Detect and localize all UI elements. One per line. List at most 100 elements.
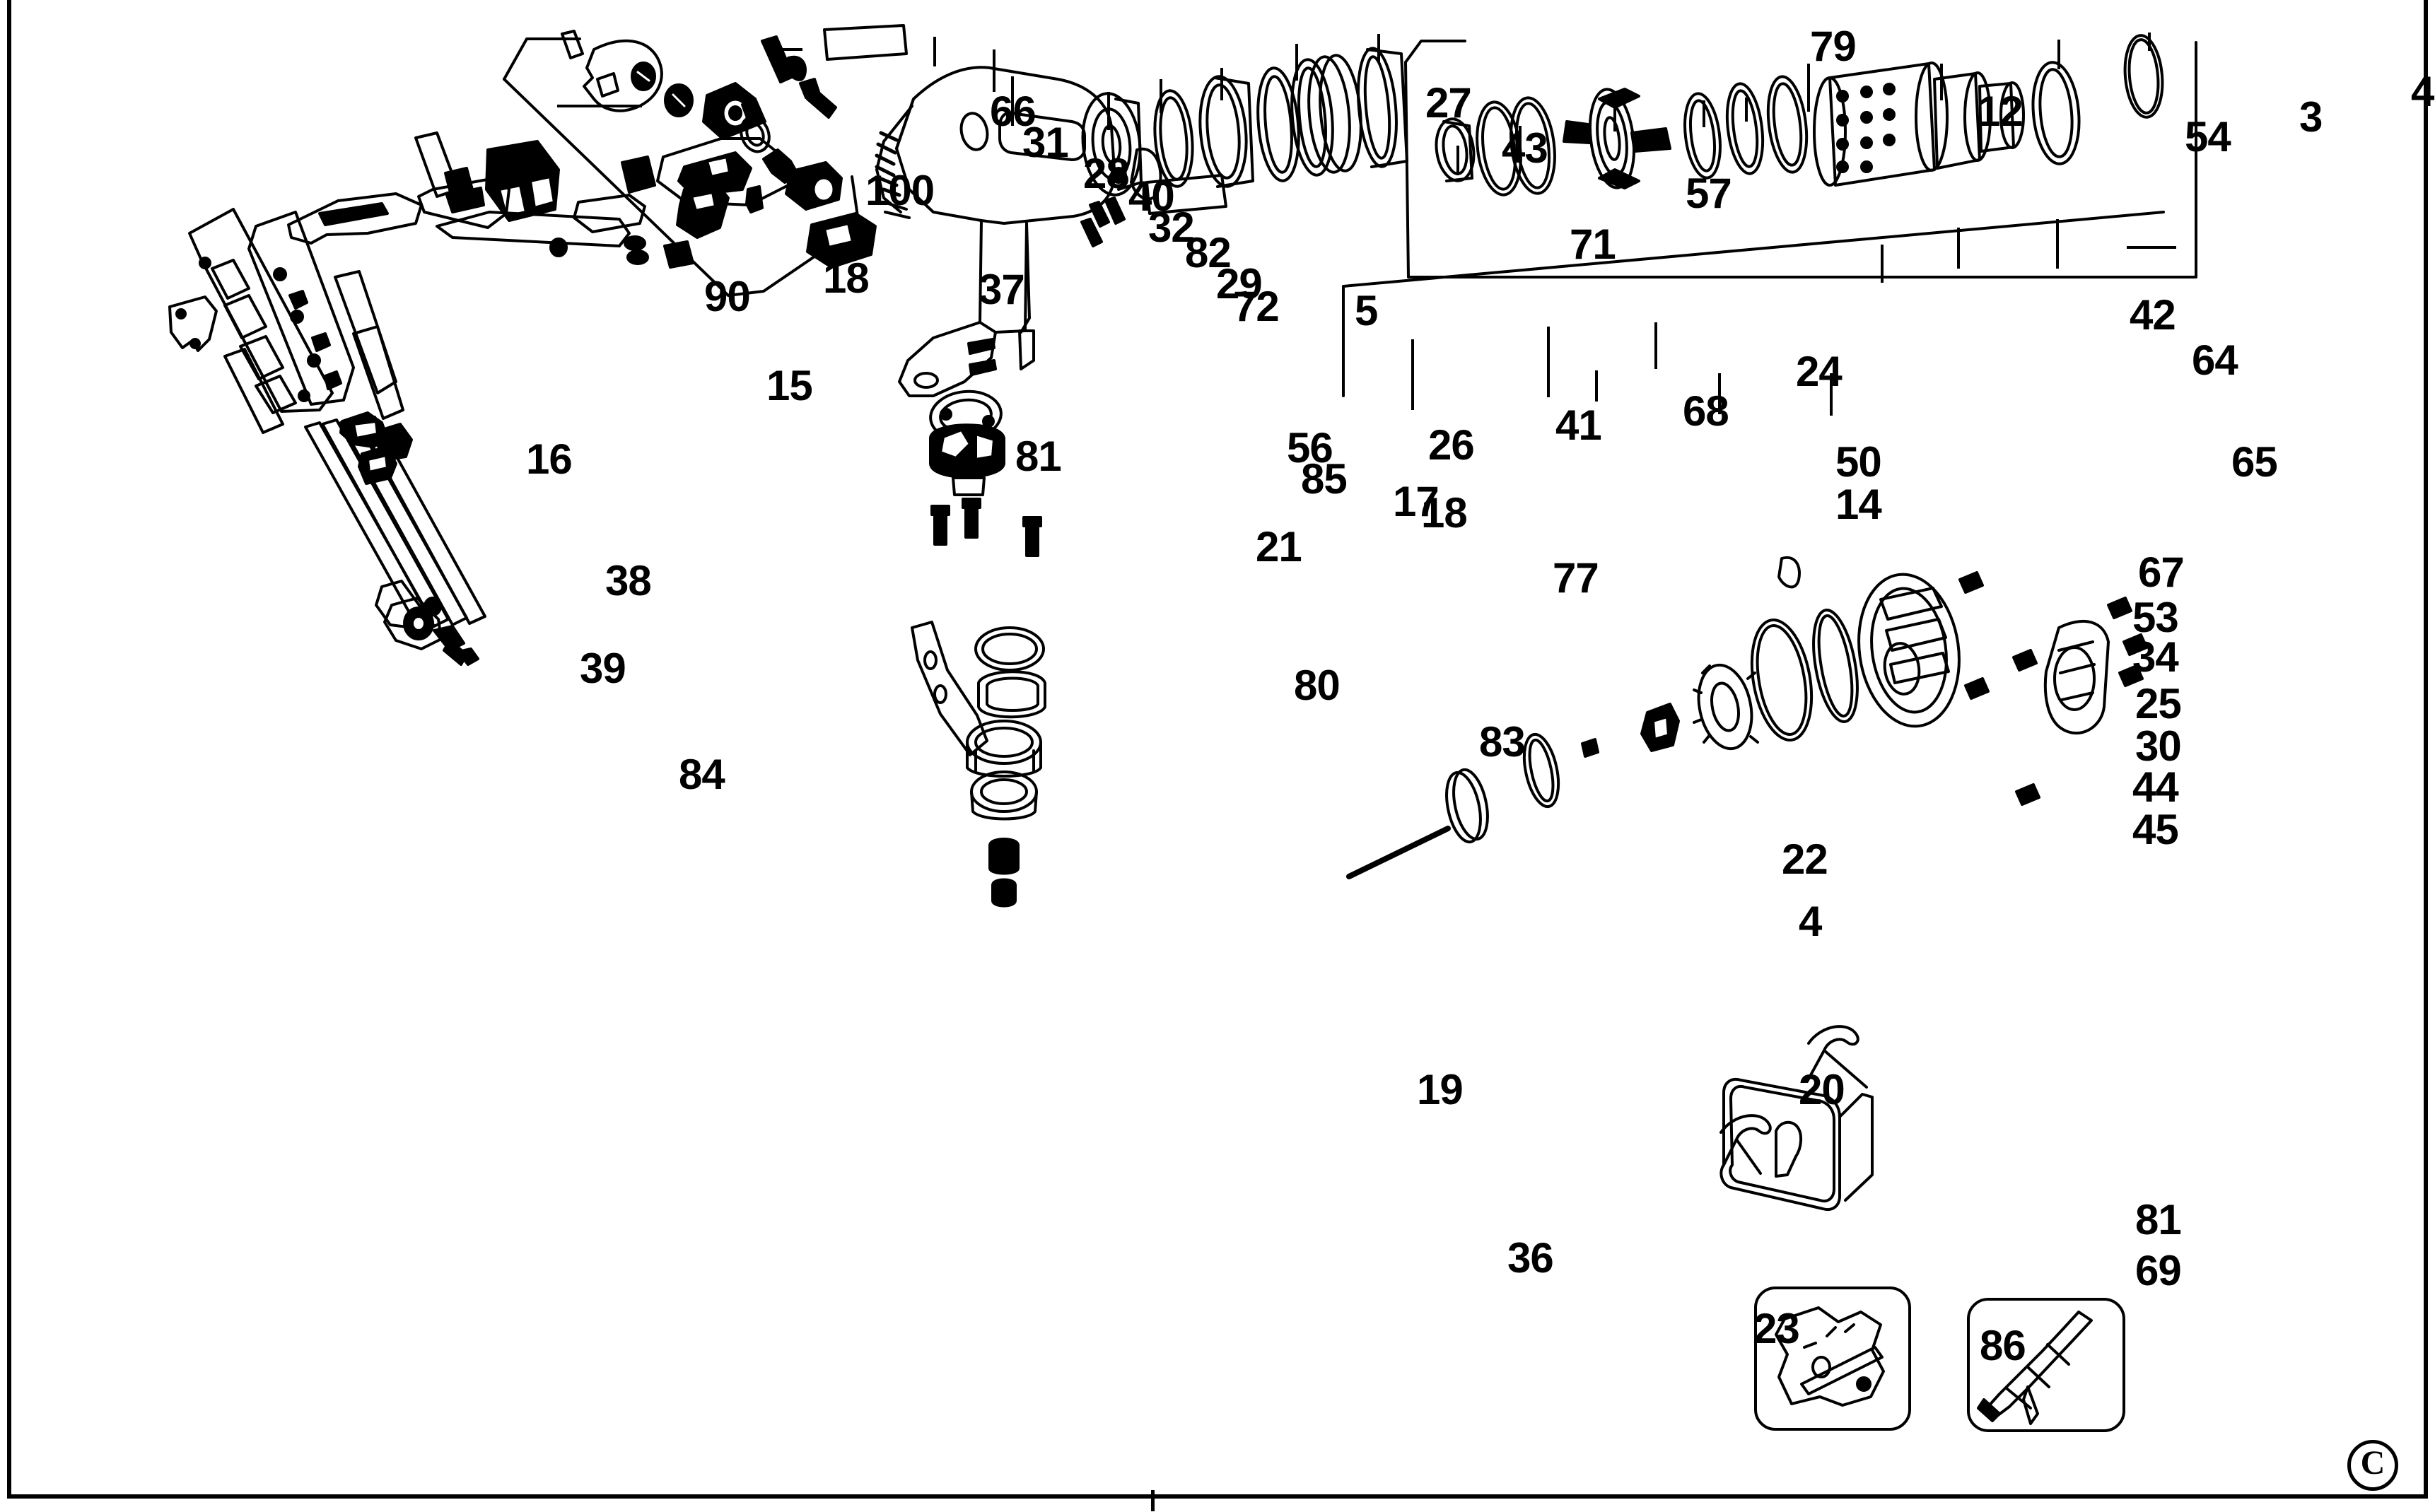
callout-20: 20 [1799,1066,1845,1113]
part-17-bushing [663,240,694,269]
callout-21: 21 [1256,523,1302,570]
part-45-nut [991,878,1017,908]
part-43-seal-b [1777,556,1801,589]
part-41-clip [745,185,764,213]
part-62-screws [1958,571,2040,806]
callout-41: 41 [1555,402,1602,449]
part-65-pins [1080,197,1126,247]
callout-39: 39 [580,645,626,692]
callout-42: 42 [2130,291,2176,339]
part-72-bushing [621,156,656,194]
part-48-ring [1198,75,1254,188]
callout-69: 69 [2135,1247,2182,1294]
part-27-pin [761,35,795,83]
callout-85: 85 [1301,455,1348,503]
part-43-seal-a [785,55,807,81]
callout-37: 37 [979,266,1025,313]
part-56-latch [573,194,646,233]
callout-48: 48 [2411,68,2435,115]
part-44-nut [988,838,1020,875]
callout-81: 81 [1015,433,1062,480]
callout-22: 22 [1782,836,1828,883]
part-40-bushing [664,83,694,117]
leader-line [1107,92,1110,130]
part-4-block [358,445,397,485]
callout-71: 71 [1570,221,1616,268]
part-21-rail-plate [247,211,355,406]
part-86-tip [457,647,479,666]
leader-line [1745,98,1748,122]
callout-14: 14 [1835,481,1882,528]
part-55-piston-stop [1563,88,1671,189]
copyright-icon: C [2347,1440,2398,1491]
part-16-lever [287,192,423,245]
part-11-oring [1766,75,1809,174]
part-7-driver-blade [1346,768,1489,879]
part-84-strip [223,348,284,434]
callout-100: 100 [865,167,935,214]
callout-23: 23 [1753,1305,1800,1352]
callout-90: 90 [704,273,751,320]
part-38-magazine-body [188,208,334,414]
part-82-oring [740,115,771,153]
part-23-nose [383,597,443,650]
leader-line [1295,44,1298,81]
callout-84: 84 [679,751,725,798]
part-31-trigger [583,39,663,112]
cap-group-bracket [1342,211,2165,397]
leader-line [1519,126,1522,150]
part-25-nose-ring [966,720,1042,778]
part-57-screw [799,78,837,119]
part-77-rail [334,270,397,394]
callout-83: 83 [1479,718,1526,766]
callout-44: 44 [2132,763,2179,811]
callout-5: 5 [1355,287,1378,334]
callout-67: 67 [2138,549,2185,596]
callout-28: 28 [1083,150,1130,197]
leader-line [1377,34,1380,62]
part-71-pin [741,98,766,129]
callout-12: 12 [1977,88,2024,135]
part-80-screws [288,290,342,390]
sheet-border-tick [1151,1490,1155,1511]
part-5-trigger-mechanism [656,137,790,206]
callout-3: 3 [2299,93,2323,141]
part-2-gasket-stack [1256,54,1362,182]
leader-line [2057,40,2060,69]
callout-57: 57 [1686,170,1732,217]
part-36-end [375,580,426,629]
leader-line [1957,228,1960,269]
callout-38: 38 [605,557,652,604]
callout-72: 72 [1233,283,1280,330]
callout-18: 18 [1421,489,1468,537]
part-1-seal [2031,61,2081,165]
callout-79: 79 [1810,23,1857,70]
part-46-lever [2043,620,2110,734]
callout-30: 30 [2135,722,2182,770]
callout-66: 66 [990,88,1037,135]
leader-line [1830,373,1833,416]
part-15-bracket [417,177,631,247]
leader-line [1654,322,1657,369]
leader-line [2056,219,2059,269]
leader-line [1011,76,1014,126]
leader-line [557,105,642,107]
part-35-piston-nut [1640,703,1680,752]
part-81-pin-a [549,238,568,257]
callout-45: 45 [2132,806,2179,853]
leader-line [1881,245,1884,283]
leader-line [2127,246,2176,249]
leader-line [1595,370,1598,402]
part-70-cap-ring [1357,47,1408,168]
callout-80: 80 [1294,662,1341,709]
callout-53: 53 [2132,594,2179,641]
leader-line [1718,373,1721,414]
leader-line [767,48,802,51]
callout-17: 17 [1393,478,1440,525]
callout-32: 32 [1148,204,1195,251]
leader-line [1807,64,1810,112]
leader-line [1940,64,1943,100]
callout-16: 16 [526,435,573,483]
